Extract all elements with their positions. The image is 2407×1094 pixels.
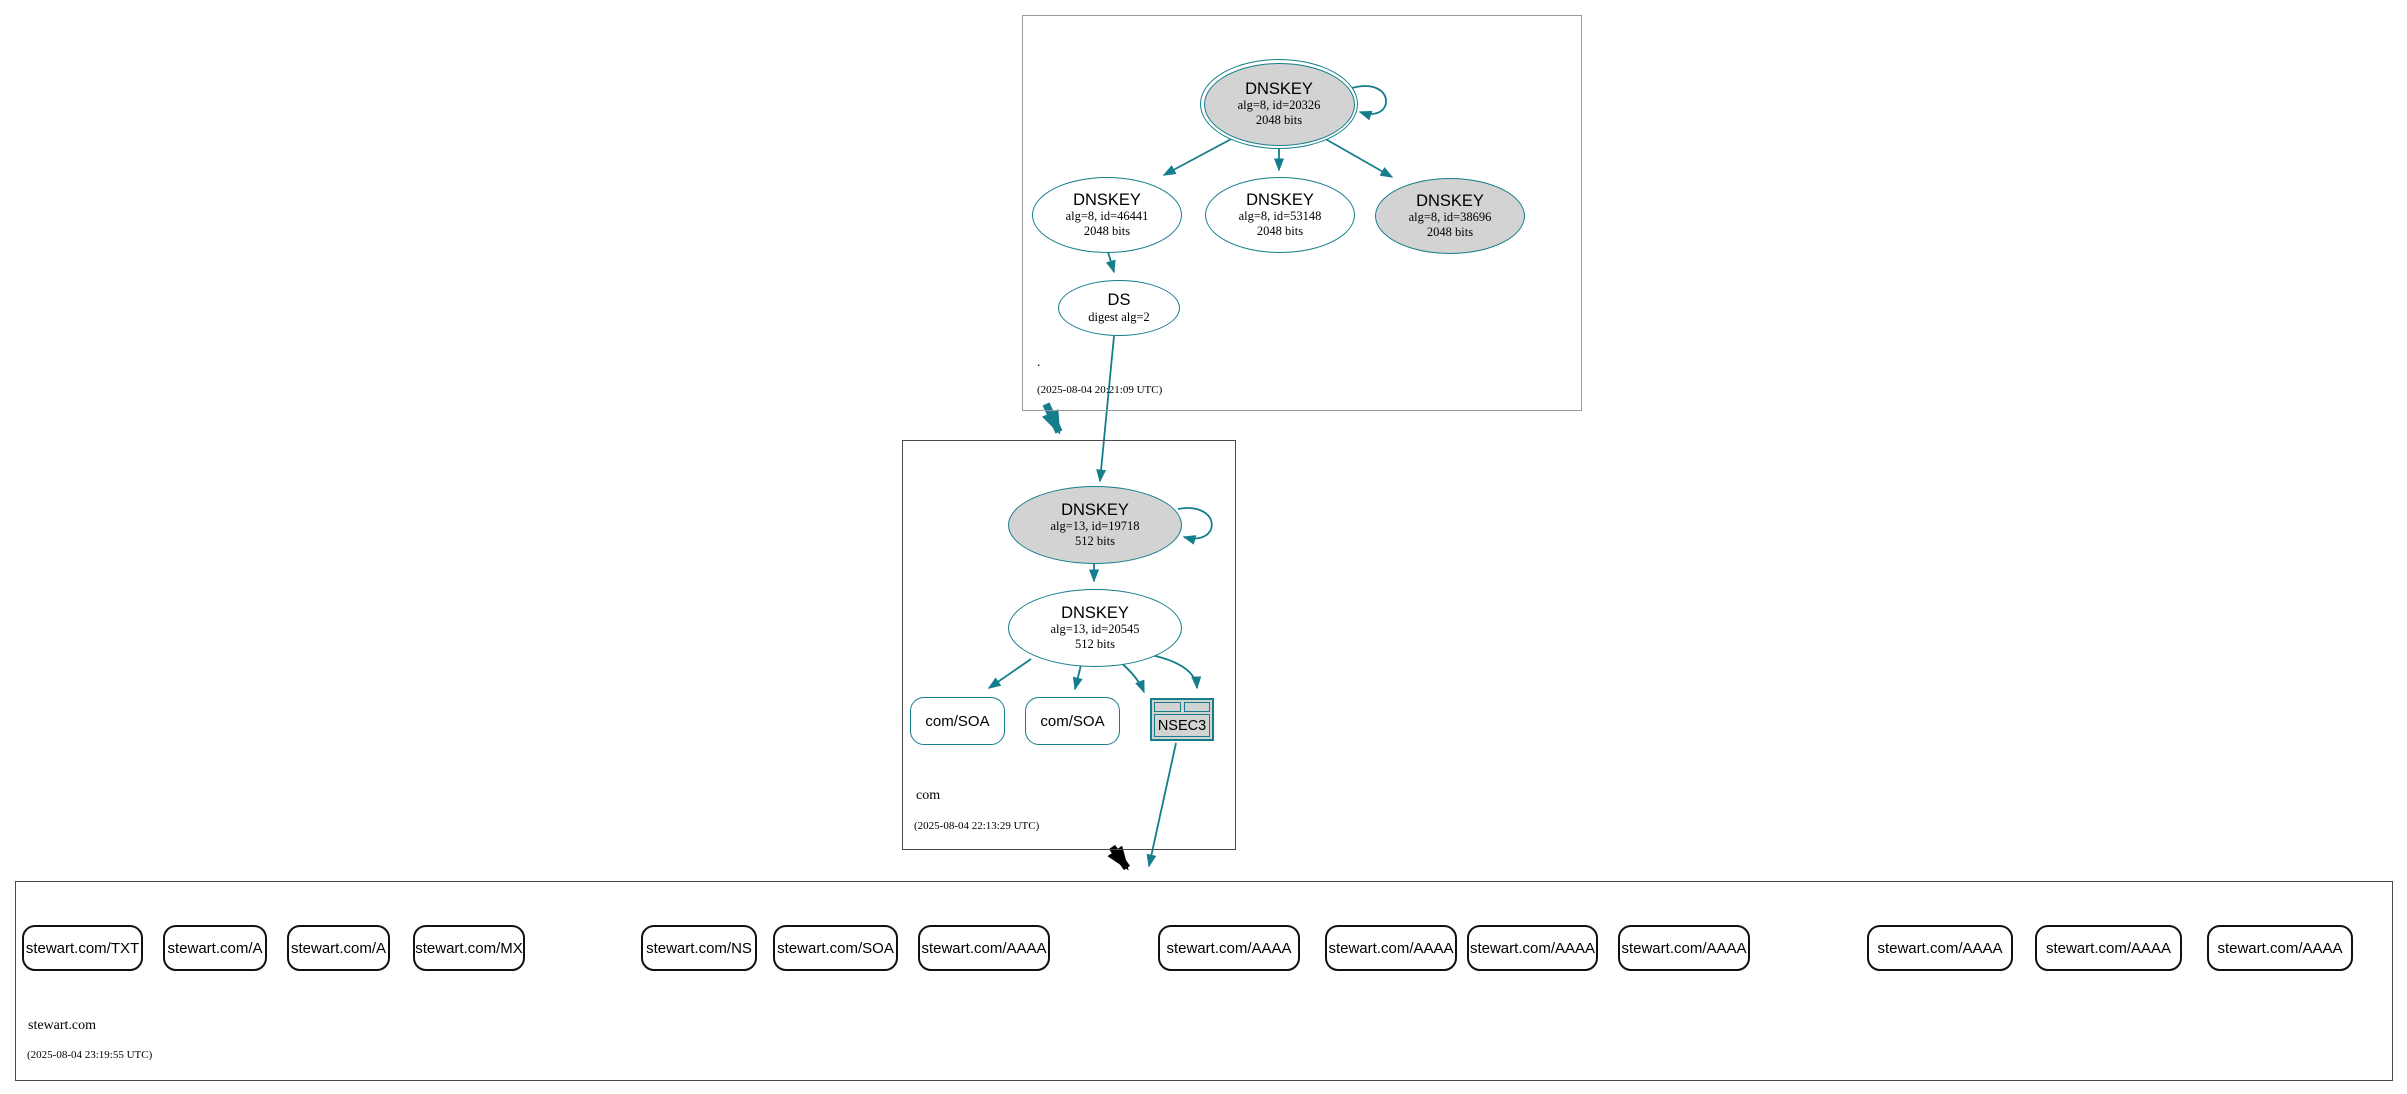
zone-box-root — [1022, 15, 1582, 411]
node-com-soa-1[interactable]: com/SOA — [910, 697, 1005, 745]
node-detail: alg=8, id=20326 — [1237, 98, 1321, 113]
zone-timestamp-com: (2025-08-04 22:13:29 UTC) — [914, 820, 1040, 832]
node-title: DNSKEY — [1073, 191, 1141, 210]
node-com-nsec3[interactable]: NSEC3 — [1150, 698, 1214, 741]
node-stewart-rrset-mx[interactable]: stewart.com/MX — [413, 925, 525, 971]
node-stewart-rrset-aaaa[interactable]: stewart.com/AAAA — [1158, 925, 1300, 971]
node-stewart-rrset-txt[interactable]: stewart.com/TXT — [22, 925, 143, 971]
node-root-ksk-dnskey-inner: DNSKEY alg=8, id=20326 2048 bits — [1203, 62, 1355, 146]
node-detail: alg=8, id=38696 — [1408, 210, 1492, 225]
node-detail: 2048 bits — [1255, 113, 1303, 128]
node-stewart-rrset-aaaa[interactable]: stewart.com/AAAA — [1325, 925, 1457, 971]
node-stewart-rrset-a[interactable]: stewart.com/A — [287, 925, 390, 971]
node-stewart-rrset-aaaa[interactable]: stewart.com/AAAA — [2207, 925, 2353, 971]
nsec3-label: NSEC3 — [1154, 714, 1210, 737]
node-detail: alg=8, id=53148 — [1238, 209, 1322, 224]
node-root-zsk-dnskey-46441[interactable]: DNSKEY alg=8, id=46441 2048 bits — [1032, 177, 1182, 253]
nsec3-header-cells — [1154, 702, 1210, 712]
node-stewart-rrset-a[interactable]: stewart.com/A — [163, 925, 267, 971]
node-detail: 2048 bits — [1256, 224, 1304, 239]
node-root-ksk-dnskey[interactable]: DNSKEY alg=8, id=20326 2048 bits — [1200, 59, 1358, 149]
node-detail: alg=8, id=46441 — [1065, 209, 1149, 224]
node-title: DS — [1107, 291, 1131, 310]
zone-box-com — [902, 440, 1236, 850]
zone-timestamp-root: (2025-08-04 20:21:09 UTC) — [1037, 384, 1163, 396]
node-stewart-rrset-aaaa[interactable]: stewart.com/AAAA — [1867, 925, 2013, 971]
node-root-dnskey-38696[interactable]: DNSKEY alg=8, id=38696 2048 bits — [1375, 178, 1525, 254]
zone-name-stewart: stewart.com — [28, 1018, 97, 1033]
node-detail: 512 bits — [1075, 637, 1115, 652]
node-root-ds[interactable]: DS digest alg=2 — [1058, 280, 1180, 336]
edge-com-to-stewart-delegation — [1107, 844, 1131, 871]
nsec3-cell — [1183, 702, 1210, 712]
node-root-zsk-dnskey-53148[interactable]: DNSKEY alg=8, id=53148 2048 bits — [1205, 177, 1355, 253]
node-stewart-rrset-aaaa[interactable]: stewart.com/AAAA — [918, 925, 1050, 971]
node-stewart-rrset-aaaa[interactable]: stewart.com/AAAA — [1467, 925, 1598, 971]
node-detail: alg=13, id=19718 — [1050, 519, 1140, 534]
node-title: DNSKEY — [1061, 604, 1129, 623]
node-com-soa-2[interactable]: com/SOA — [1025, 697, 1120, 745]
node-detail: 2048 bits — [1426, 225, 1474, 240]
zone-timestamp-stewart: (2025-08-04 23:19:55 UTC) — [27, 1049, 153, 1061]
node-detail: 2048 bits — [1083, 224, 1131, 239]
node-com-ksk-dnskey-19718[interactable]: DNSKEY alg=13, id=19718 512 bits — [1008, 486, 1182, 564]
nsec3-cell — [1154, 702, 1181, 712]
node-title: DNSKEY — [1061, 501, 1129, 520]
node-stewart-rrset-soa[interactable]: stewart.com/SOA — [773, 925, 898, 971]
node-detail: 512 bits — [1075, 534, 1115, 549]
node-detail: digest alg=2 — [1088, 309, 1150, 324]
node-stewart-rrset-aaaa[interactable]: stewart.com/AAAA — [1618, 925, 1750, 971]
node-com-zsk-dnskey-20545[interactable]: DNSKEY alg=13, id=20545 512 bits — [1008, 589, 1182, 667]
zone-box-stewart — [15, 881, 2393, 1081]
zone-name-root: . — [1037, 355, 1041, 370]
node-stewart-rrset-aaaa[interactable]: stewart.com/AAAA — [2035, 925, 2182, 971]
node-stewart-rrset-ns[interactable]: stewart.com/NS — [641, 925, 757, 971]
node-title: DNSKEY — [1416, 192, 1484, 211]
node-detail: alg=13, id=20545 — [1050, 622, 1140, 637]
node-title: DNSKEY — [1245, 80, 1313, 99]
node-title: DNSKEY — [1246, 191, 1314, 210]
zone-name-com: com — [916, 788, 941, 803]
